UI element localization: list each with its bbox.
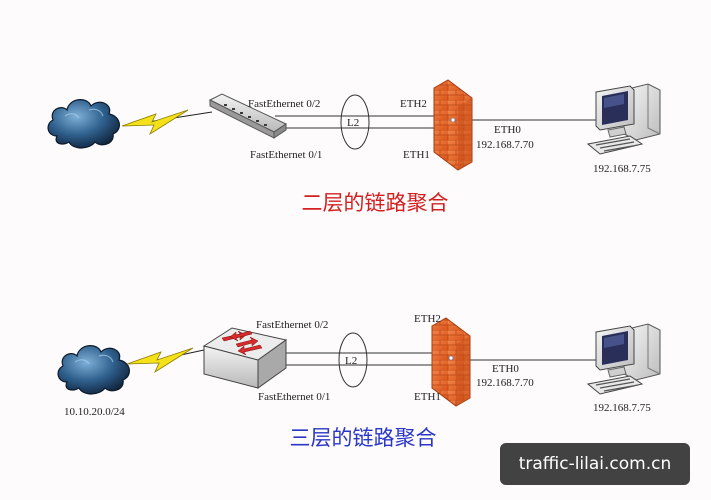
pc-ip: 192.168.7.75 bbox=[593, 402, 651, 414]
bottom-title: 三层的链路聚合 bbox=[290, 426, 437, 450]
aggregation-label: L2 bbox=[345, 355, 357, 367]
cloud-icon bbox=[57, 344, 131, 395]
lightning-icon bbox=[126, 347, 194, 373]
eth1-label: ETH1 bbox=[403, 149, 430, 161]
top-title: 二层的链路聚合 bbox=[302, 191, 449, 215]
eth1-label: ETH1 bbox=[414, 391, 441, 403]
top-diagram: FastEthernet 0/2 FastEthernet 0/1 L2 ETH… bbox=[47, 79, 661, 215]
bottom-diagram: FastEthernet 0/2 FastEthernet 0/1 L2 ETH… bbox=[57, 313, 661, 450]
aggregation-ellipse bbox=[338, 332, 368, 388]
port-label-fe01: FastEthernet 0/1 bbox=[250, 149, 322, 161]
pc-ip: 192.168.7.75 bbox=[593, 163, 651, 175]
firewall-ip: 192.168.7.70 bbox=[476, 139, 534, 151]
watermark: traffic-lilai.com.cn bbox=[500, 443, 690, 485]
eth0-label: ETH0 bbox=[492, 363, 519, 375]
aggregation-label: L2 bbox=[347, 117, 359, 129]
firewall-icon[interactable] bbox=[431, 317, 471, 407]
port-label-fe02: FastEthernet 0/2 bbox=[256, 319, 328, 331]
computer-icon[interactable] bbox=[587, 323, 661, 395]
firewall-icon[interactable] bbox=[433, 79, 473, 171]
aggregation-ellipse bbox=[340, 94, 370, 150]
subnet-label: 10.10.20.0/24 bbox=[64, 406, 125, 418]
eth0-label: ETH0 bbox=[494, 124, 521, 136]
computer-icon[interactable] bbox=[587, 83, 661, 155]
port-label-fe02: FastEthernet 0/2 bbox=[248, 98, 320, 110]
switch-icon[interactable] bbox=[208, 93, 288, 139]
cloud-icon bbox=[47, 98, 121, 149]
lightning-icon bbox=[121, 109, 189, 135]
eth2-label: ETH2 bbox=[414, 313, 441, 325]
eth2-label: ETH2 bbox=[400, 98, 427, 110]
router-switch-icon[interactable] bbox=[202, 327, 288, 389]
port-label-fe01: FastEthernet 0/1 bbox=[258, 391, 330, 403]
firewall-ip: 192.168.7.70 bbox=[476, 377, 534, 389]
